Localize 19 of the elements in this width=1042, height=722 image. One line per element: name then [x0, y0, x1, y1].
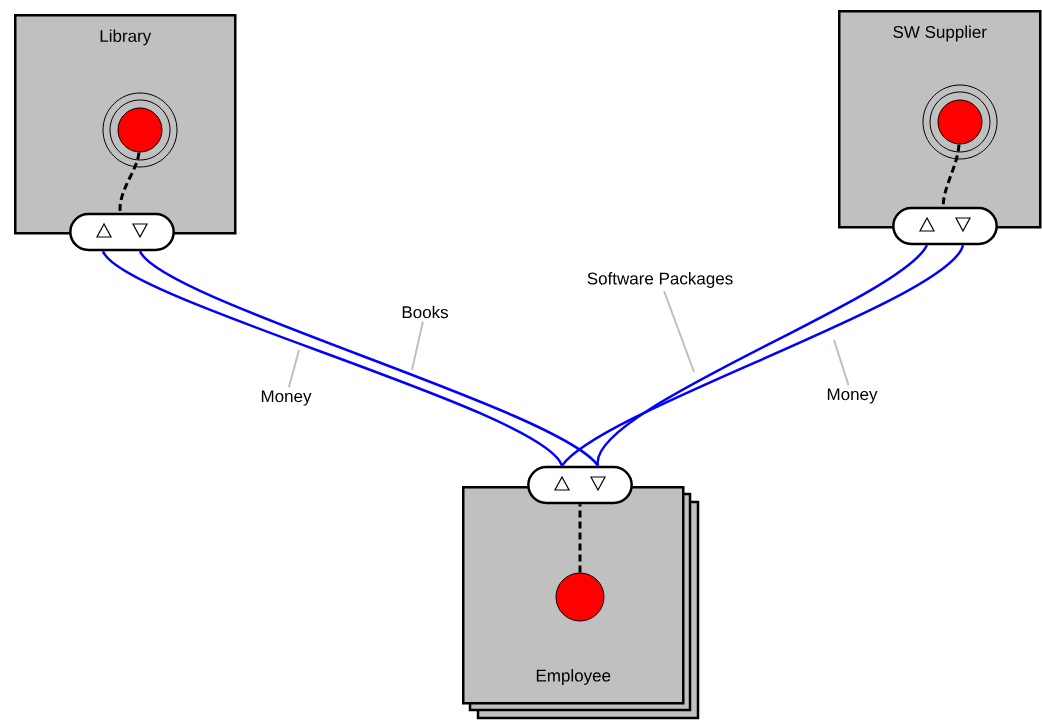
leader-line	[411, 320, 424, 371]
cable	[578, 504, 582, 573]
cable	[118, 152, 141, 213]
socket-circle	[937, 99, 983, 145]
port-pill	[892, 206, 998, 246]
leader-line	[287, 349, 300, 389]
cable	[941, 144, 961, 207]
leader-line	[833, 339, 850, 387]
actor-box: Employee	[462, 486, 685, 705]
flow-line	[561, 244, 965, 467]
socket-circle	[117, 107, 163, 153]
port-pill	[527, 465, 633, 505]
flow-label: Software Packages	[587, 272, 733, 288]
flow-line	[596, 244, 928, 466]
port-circle	[555, 572, 605, 622]
leader-line	[663, 290, 695, 373]
flow-label: Money	[261, 390, 312, 406]
flow-label: Books	[402, 305, 448, 319]
flow-label: Money	[827, 388, 878, 404]
